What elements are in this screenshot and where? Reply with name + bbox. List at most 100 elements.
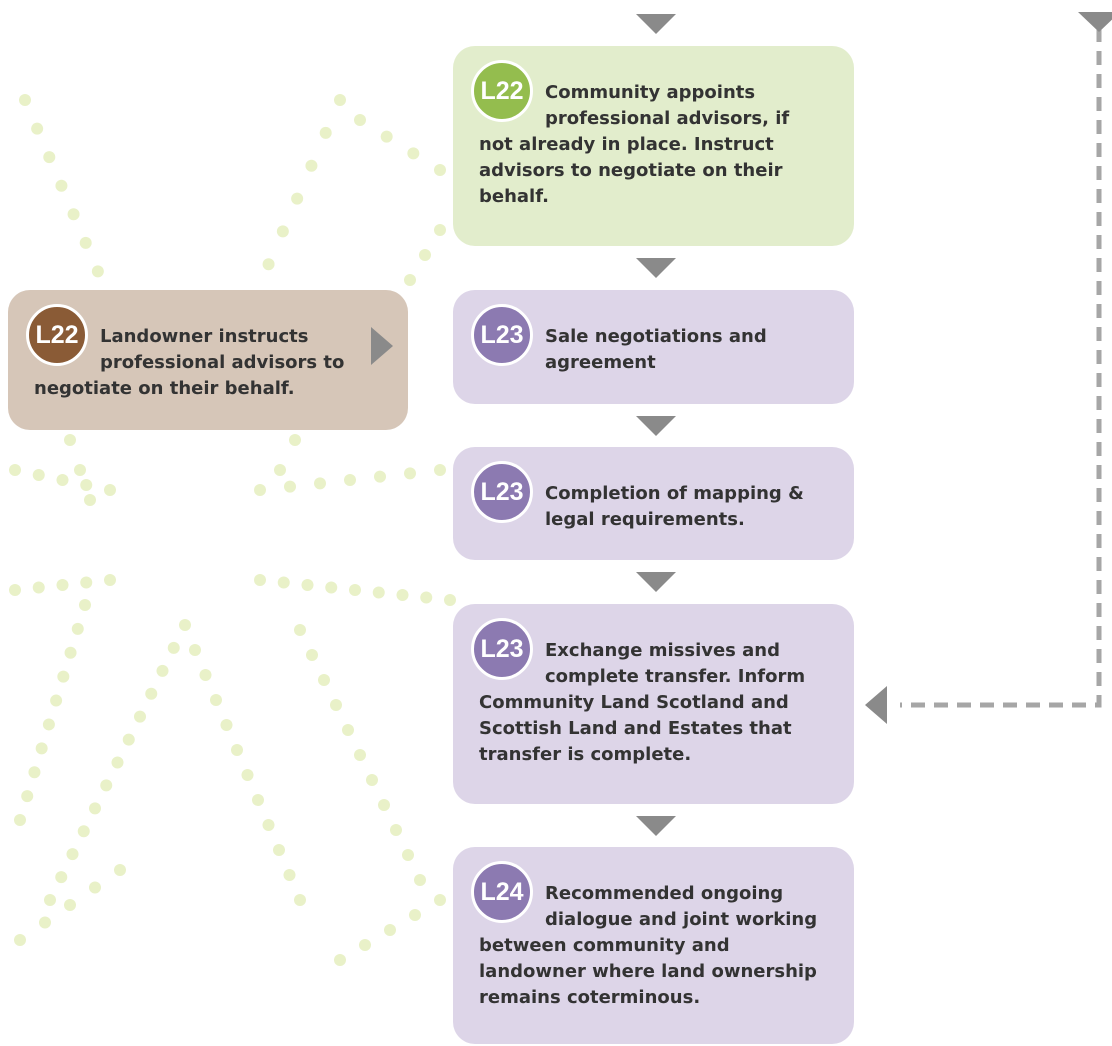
background-dot: [50, 694, 63, 707]
background-dot: [314, 477, 326, 490]
background-dot: [14, 814, 26, 826]
background-dot: [349, 584, 361, 596]
background-dot: [289, 434, 301, 446]
background-dot: [64, 899, 76, 911]
background-dot: [359, 939, 371, 951]
background-dot: [89, 802, 101, 815]
background-dot: [354, 749, 366, 761]
step-box-community-appoints-advisors: L22 Community appoints professional advi…: [453, 46, 854, 246]
background-dot: [66, 848, 79, 861]
background-dot: [9, 584, 21, 596]
background-dot: [252, 794, 264, 806]
background-dot: [396, 589, 409, 601]
background-dot: [407, 147, 420, 160]
background-dot: [306, 649, 318, 661]
background-dot: [404, 467, 416, 480]
background-dot: [354, 114, 366, 126]
background-dot: [167, 641, 180, 654]
side-arrow-icon: [371, 327, 393, 365]
background-dot: [14, 934, 26, 946]
background-dot: [84, 494, 96, 506]
background-dot: [74, 464, 86, 476]
flow-arrow-top-icon: [636, 14, 676, 34]
background-dot: [330, 699, 342, 711]
background-dot: [254, 484, 266, 496]
step-box-exchange-missives: L23 Exchange missives and complete trans…: [453, 604, 854, 804]
background-dot: [220, 719, 233, 731]
background-dot: [344, 474, 356, 486]
background-dot: [241, 769, 254, 781]
background-dot: [274, 464, 286, 476]
background-dot: [301, 579, 314, 591]
background-dot: [409, 909, 421, 921]
background-dot: [55, 871, 68, 884]
background-dot: [325, 581, 338, 594]
background-dot: [189, 644, 201, 656]
background-dot: [100, 779, 113, 792]
background-dot: [434, 224, 446, 236]
flow-arrow-icon: [636, 816, 676, 836]
background-dot: [21, 790, 34, 803]
background-dot: [77, 825, 90, 838]
background-dot: [64, 646, 77, 659]
background-dot: [402, 849, 414, 861]
step-box-ongoing-dialogue: L24 Recommended ongoing dialogue and joi…: [453, 847, 854, 1044]
background-dot: [374, 470, 386, 483]
background-dot: [390, 824, 402, 836]
background-dot: [79, 236, 92, 249]
step-box-sale-negotiations: L23 Sale negotiations and agreement: [453, 290, 854, 404]
background-dot: [9, 464, 21, 476]
background-dot: [89, 881, 101, 894]
background-dot: [262, 819, 275, 831]
background-dot: [372, 586, 385, 599]
background-dot: [32, 581, 45, 594]
background-dot: [434, 464, 446, 476]
background-dot: [91, 265, 104, 278]
background-dot: [31, 122, 44, 135]
background-dot: [28, 766, 41, 779]
background-dot: [378, 799, 390, 811]
step-code-badge: L23: [471, 461, 533, 523]
step-code-badge: L24: [471, 861, 533, 923]
background-dot: [434, 164, 446, 176]
background-dot: [414, 874, 426, 886]
background-dot: [273, 844, 285, 856]
background-dot: [231, 744, 243, 756]
background-dot: [79, 599, 91, 611]
background-dot: [283, 869, 296, 881]
step-text: Exchange missives and complete transfer.…: [479, 640, 806, 765]
step-box-landowner-instructs-advisors: L22 Landowner instructs professional adv…: [8, 290, 408, 430]
background-dot: [67, 208, 80, 221]
background-dot: [318, 674, 330, 686]
background-dot: [284, 480, 296, 493]
background-dot: [56, 474, 69, 486]
background-dot: [114, 864, 126, 876]
step-code-badge: L22: [471, 60, 533, 122]
step-code-badge: L23: [471, 618, 533, 680]
background-dot: [80, 479, 93, 491]
background-dot: [334, 954, 346, 966]
step-text: Landowner instructs professional advisor…: [34, 326, 345, 399]
background-dot: [156, 664, 169, 677]
background-dot: [210, 694, 222, 706]
background-dot: [80, 576, 93, 589]
background-dot: [420, 591, 433, 604]
background-dot: [57, 670, 70, 683]
return-arrow-head-icon: [865, 686, 887, 724]
flow-arrow-icon: [636, 258, 676, 278]
background-dot: [262, 258, 275, 271]
background-dot: [64, 434, 76, 446]
background-dot: [56, 579, 69, 591]
background-dot: [291, 192, 304, 205]
background-dot: [71, 622, 84, 635]
background-dot: [380, 130, 393, 143]
background-dot: [305, 159, 318, 172]
flow-arrow-icon: [636, 572, 676, 592]
step-text: Sale negotiations and agreement: [545, 326, 767, 373]
background-dot: [134, 710, 146, 723]
step-text: Recommended ongoing dialogue and joint w…: [479, 883, 818, 1008]
background-dot: [334, 94, 346, 106]
background-dot: [39, 916, 51, 929]
background-dot: [366, 774, 378, 786]
background-dot: [35, 742, 48, 755]
